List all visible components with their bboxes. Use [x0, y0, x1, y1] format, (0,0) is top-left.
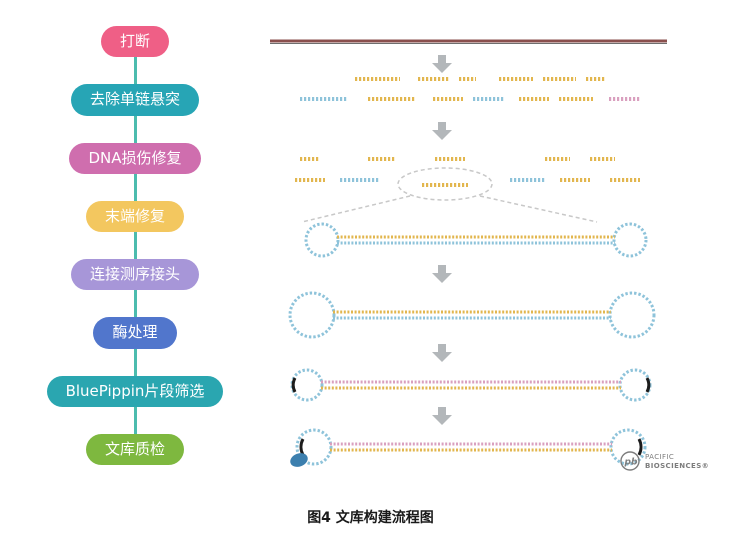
pacbio-logo-line1: PACIFIC — [645, 453, 674, 461]
pacbio-logo-circle — [620, 451, 640, 471]
flow-connector — [133, 57, 137, 85]
flow-step-fragmentation: 打断 — [100, 26, 169, 58]
smrtbell-3 — [290, 368, 652, 402]
selection-ellipse — [397, 167, 493, 201]
smrtbell-2 — [288, 291, 656, 339]
flow-step-remove-ssdna-overhang: 去除单链悬突 — [70, 84, 199, 116]
down-arrow-4 — [432, 344, 452, 362]
flow-connector — [133, 290, 137, 318]
library-prep-flowchart: 打断 去除单链悬突 DNA损伤修复 末端修复 连接测序接头 酶处理 BluePi… — [20, 26, 250, 465]
flow-connector — [133, 348, 137, 376]
down-arrow-5 — [432, 407, 452, 425]
flow-step-dna-damage-repair: DNA损伤修复 — [69, 142, 201, 174]
figure-caption: 图4 文库构建流程图 — [307, 510, 434, 526]
down-arrow-1 — [432, 55, 452, 73]
sequencing-primer-right — [637, 438, 643, 456]
flow-connector — [133, 406, 137, 434]
down-arrow-3 — [432, 265, 452, 283]
pacbio-logo: pb PACIFIC BIOSCIENCES® — [620, 451, 709, 471]
smrtbell-4 — [290, 428, 647, 467]
pacbio-logo-line2: BIOSCIENCES® — [645, 462, 709, 470]
zoom-guide-lines — [301, 195, 598, 223]
flow-connector — [133, 173, 137, 201]
smrtbell-construction-diagram: pb PACIFIC BIOSCIENCES® — [252, 22, 722, 488]
smrtbell-1 — [304, 222, 648, 258]
dna-fragments-row-1 — [300, 77, 641, 101]
flow-connector — [133, 115, 137, 143]
sequencing-primer-left — [291, 377, 297, 393]
flow-step-library-qc: 文库质检 — [85, 433, 184, 465]
genomic-dna — [270, 39, 667, 44]
flow-step-bluepippin-size-selection: BluePippin片段筛选 — [46, 375, 224, 407]
flow-step-enzyme-treatment: 酶处理 — [93, 317, 177, 349]
flow-step-adapter-ligation: 连接测序接头 — [70, 259, 199, 291]
sequencing-primer-right — [645, 377, 651, 393]
sequencing-primer-left — [299, 438, 305, 456]
pacbio-logo-mark: pb — [624, 458, 638, 468]
down-arrow-2 — [432, 122, 452, 140]
polymerase-blob — [290, 453, 308, 467]
flow-connector — [133, 232, 137, 259]
flow-step-end-repair: 末端修复 — [85, 200, 184, 232]
dna-fragments-row-2 — [295, 157, 640, 187]
